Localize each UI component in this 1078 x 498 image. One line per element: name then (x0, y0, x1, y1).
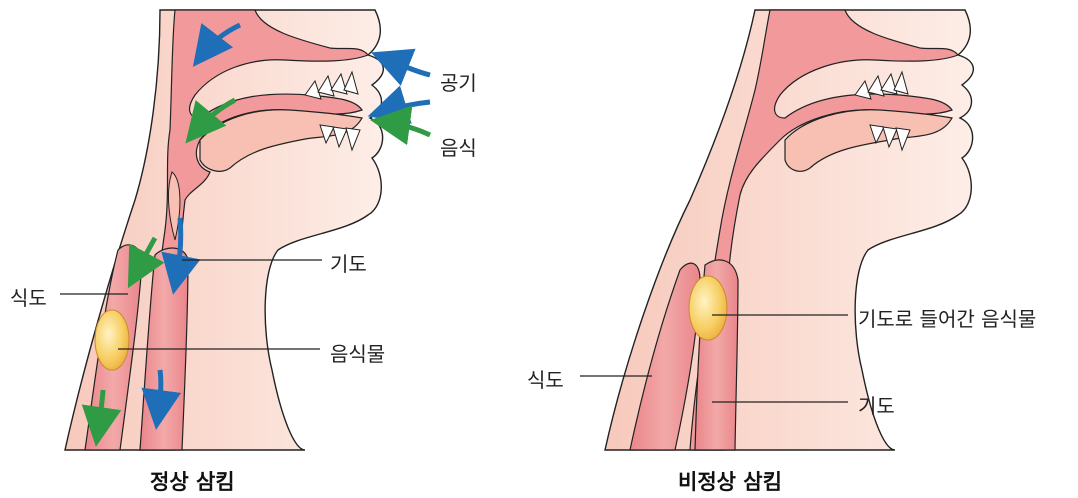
label-bolus: 음식물 (330, 338, 385, 367)
label-esophagus-abnormal: 식도 (527, 364, 564, 393)
caption-normal-swallow: 정상 삼킴 (150, 466, 235, 496)
food-bolus (95, 310, 129, 370)
label-air: 공기 (440, 67, 477, 96)
label-trachea-abnormal: 기도 (858, 390, 895, 419)
air-arrow-mouth (382, 102, 430, 112)
label-esophagus: 식도 (10, 282, 47, 311)
label-bolus-in-trachea: 기도로 들어간 음식물 (858, 303, 1036, 332)
normal-swallow-figure (60, 10, 430, 450)
caption-abnormal-swallow: 비정상 삼킴 (678, 466, 782, 496)
abnormal-swallow-figure (580, 10, 973, 450)
food-bolus-in-trachea (689, 276, 727, 340)
food-arrow-mouth (385, 122, 430, 135)
label-food: 음식 (440, 132, 477, 161)
label-trachea: 기도 (330, 248, 367, 277)
air-arrow-trachea-lower (158, 370, 161, 415)
air-arrow-nose (385, 58, 430, 75)
